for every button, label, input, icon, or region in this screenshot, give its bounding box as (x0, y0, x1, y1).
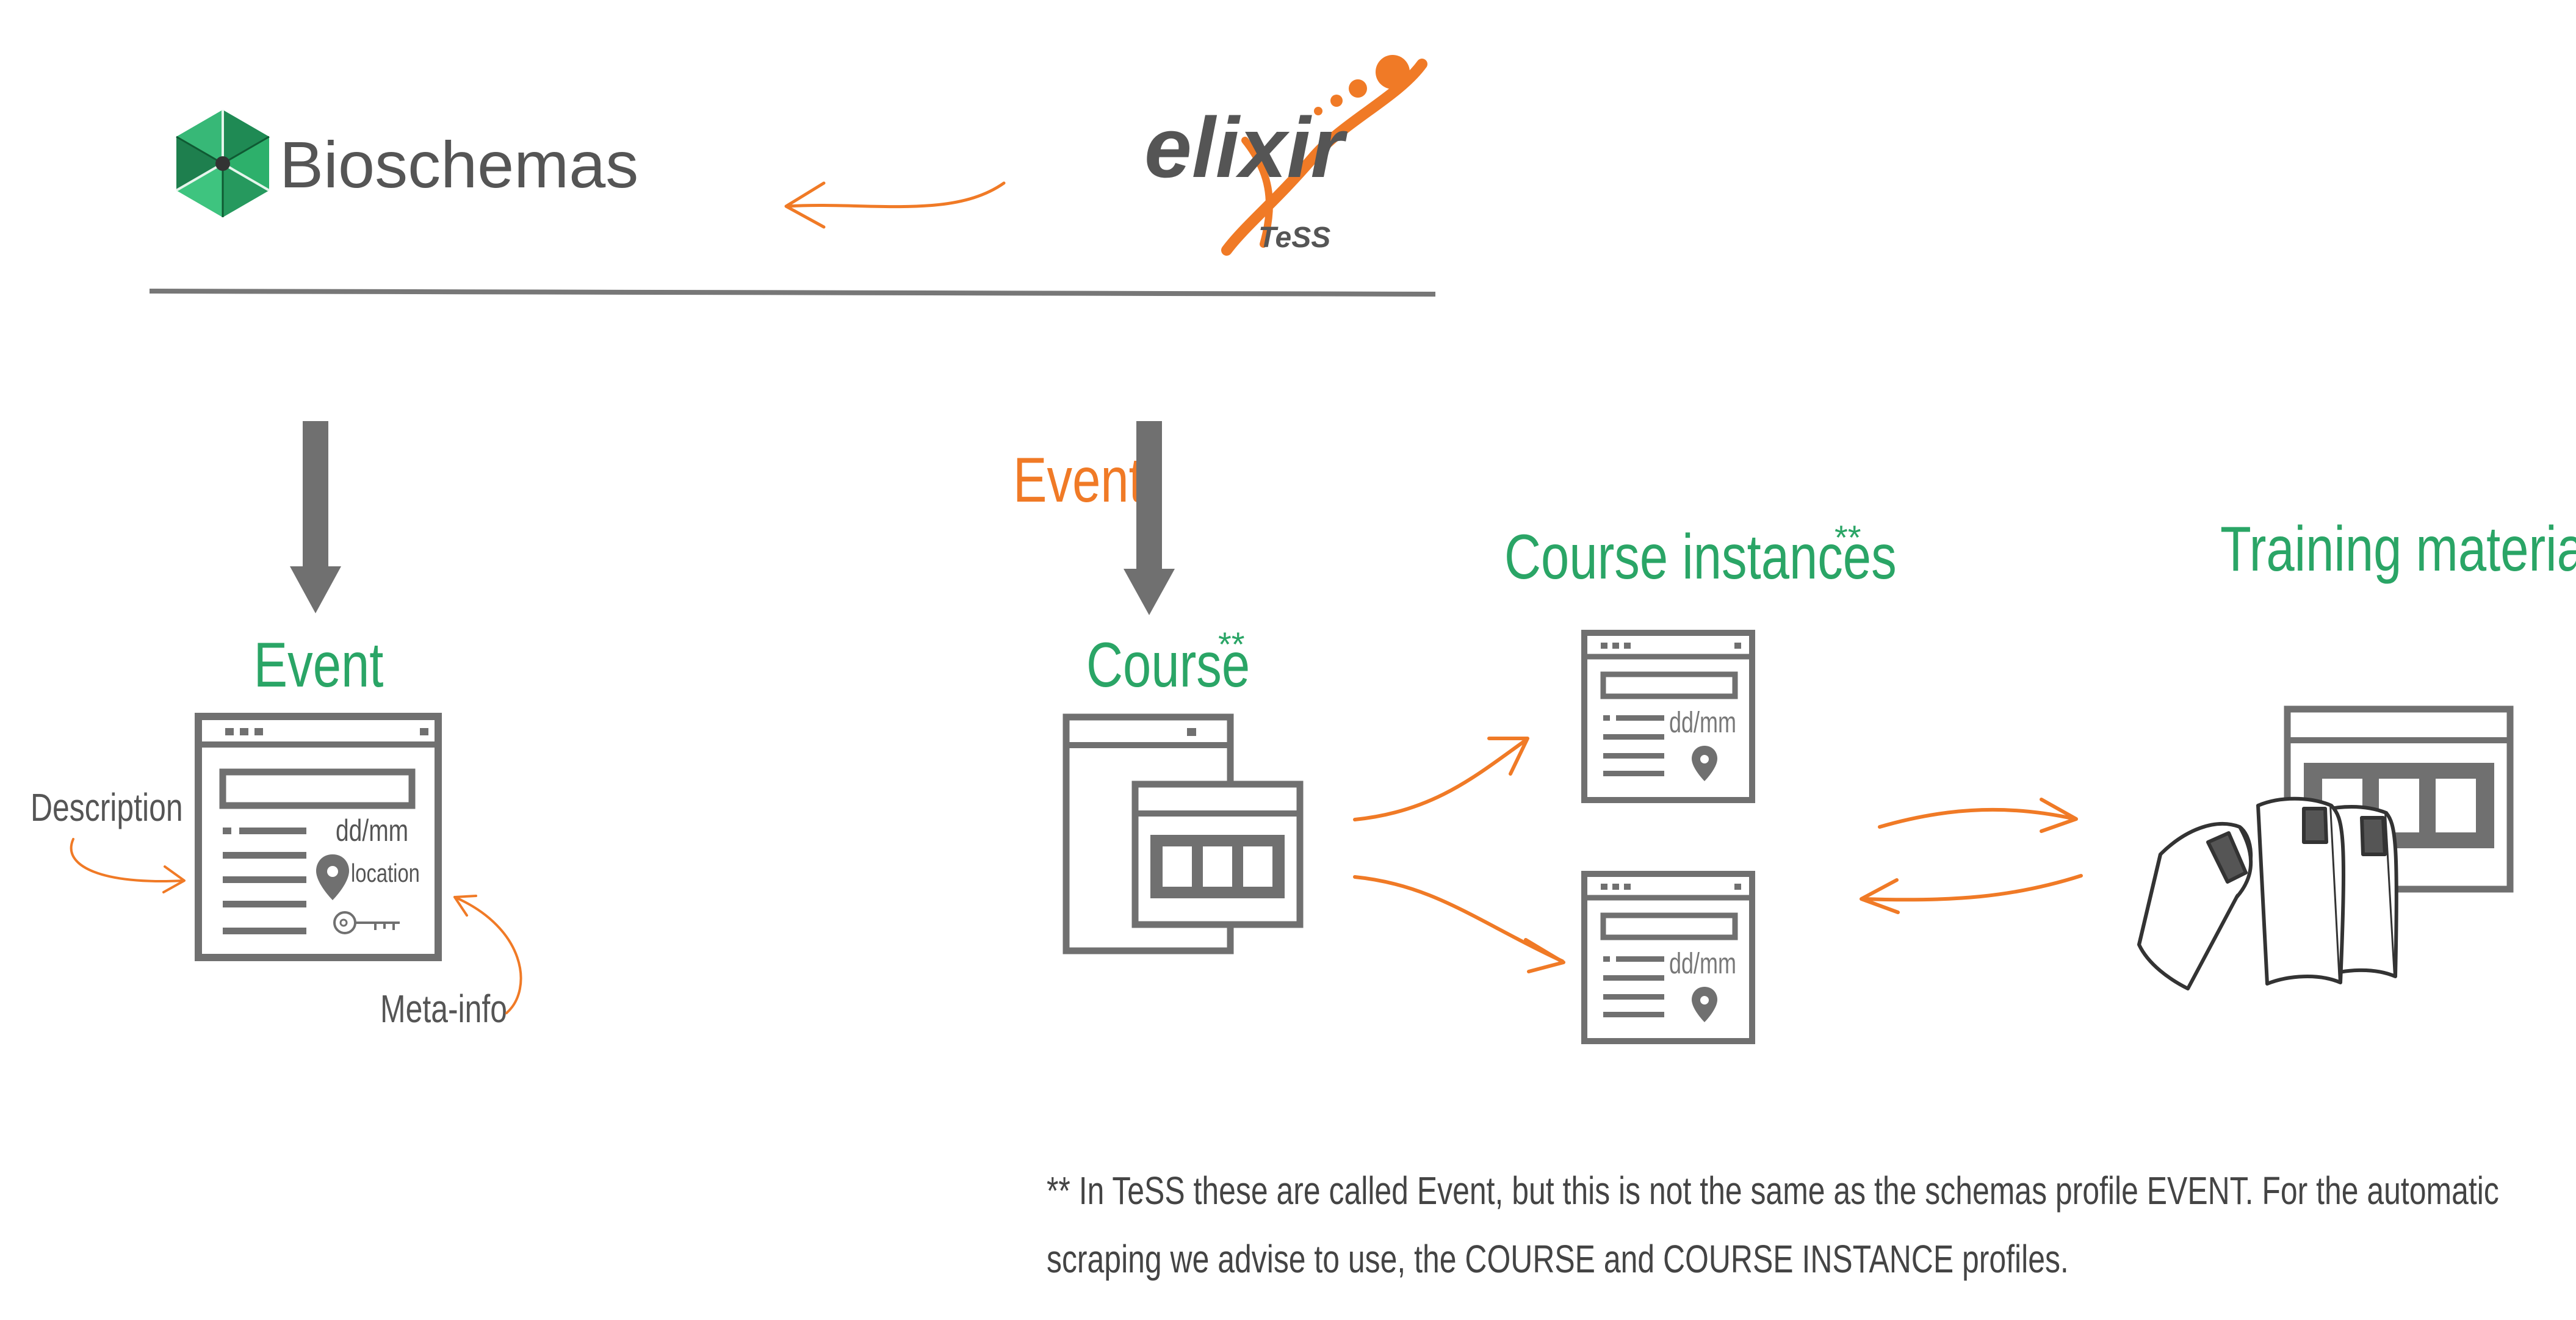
elixir-to-bioschemas-arrowhead (784, 181, 826, 229)
down-arrow-middle (1124, 421, 1175, 615)
course-label: Course (1086, 629, 1250, 700)
course-to-instance2-arrowhead (1524, 938, 1565, 973)
course-instance-2-icon: dd/mm (1581, 871, 1755, 1044)
training-to-instances-arrow (1861, 874, 2083, 902)
event-page-icon: dd/mm location (195, 713, 442, 961)
instance-2-date-text: dd/mm (1669, 947, 1736, 979)
instances-to-training-arrowhead (2040, 798, 2078, 833)
description-arrow (70, 838, 184, 882)
course-icon (1063, 713, 1304, 954)
event-location-text: location (351, 859, 420, 887)
footnote: ** In TeSS these are called Event, but t… (1047, 1156, 2522, 1293)
event-date-text: dd/mm (336, 813, 408, 848)
elixir-to-bioschemas-arrow (785, 181, 1006, 209)
footnote-line-1: ** In TeSS these are called Event, but t… (1047, 1169, 2499, 1213)
training-to-instances-arrowhead (1860, 878, 1900, 914)
location-pin-icon (316, 854, 349, 900)
location-pin-icon (1692, 746, 1717, 781)
instance-1-date-text: dd/mm (1669, 706, 1736, 738)
books-icon (2137, 796, 2398, 990)
training-material-label: Training material (2220, 513, 2576, 584)
description-label: Description (31, 786, 183, 829)
course-instances-footnote-mark: ** (1835, 518, 1861, 557)
course-to-instance2-arrow (1353, 875, 1564, 963)
bioschemas-logo-text: Bioschemas (280, 128, 638, 201)
elixir-tess-logo: elixir TeSS (1144, 55, 1427, 256)
tess-logo-text: TeSS (1258, 222, 1330, 254)
bioschemas-logo: Bioschemas (175, 110, 638, 217)
event-label-orange: Event (1013, 444, 1143, 515)
footnote-line-2: scraping we advise to use, the COURSE an… (1047, 1237, 2069, 1281)
elixir-logo-text: elixir (1144, 99, 1348, 195)
key-icon (333, 911, 400, 934)
location-pin-icon (1692, 987, 1717, 1022)
course-instance-1-icon: dd/mm (1581, 630, 1755, 803)
bioschemas-hexagon-icon (175, 110, 270, 217)
meta-info-arrowhead (453, 895, 477, 917)
divider-line (149, 289, 1436, 297)
course-footnote-mark: ** (1218, 625, 1245, 663)
elixir-dna-icon (1221, 55, 1427, 256)
description-arrowhead (162, 865, 186, 893)
down-arrow-left (290, 421, 341, 613)
training-material-icon (2137, 705, 2514, 990)
meta-info-label: Meta-info (380, 987, 507, 1031)
course-to-instance1-arrowhead (1487, 737, 1529, 776)
course-to-instance1-arrow (1353, 738, 1528, 821)
course-instances-label: Course instances (1504, 521, 1897, 592)
event-label-green: Event (254, 629, 384, 700)
instances-to-training-arrow (1878, 807, 2077, 829)
meta-info-arrow (453, 896, 522, 1014)
